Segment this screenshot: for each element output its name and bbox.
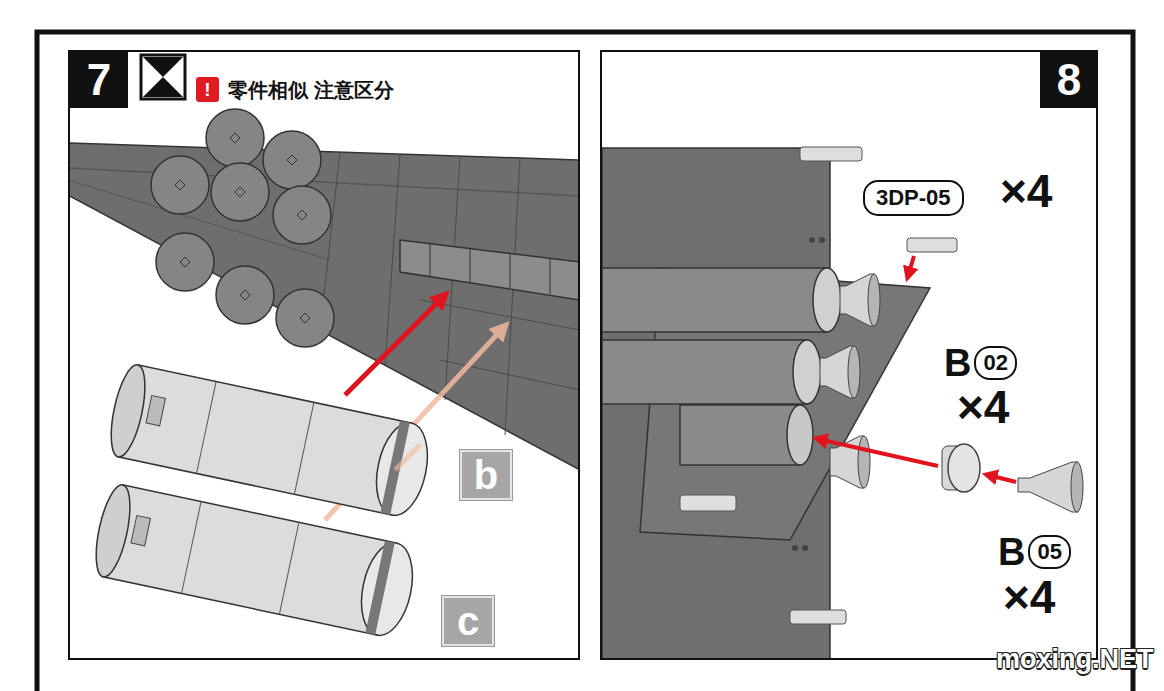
engine-illustration: [680, 405, 800, 465]
engine-illustration: [948, 444, 980, 492]
engine-illustration: [793, 340, 821, 404]
ship-hull-illustration: [105, 362, 436, 520]
hourglass-icon: [143, 77, 183, 97]
note-text: 零件相似 注意区分: [228, 79, 394, 101]
engine-illustration: [813, 268, 841, 332]
ship-hull-illustration: [146, 395, 166, 425]
ship-hull-illustration: [395, 445, 420, 470]
ship-hull-illustration: [197, 382, 217, 474]
engine-illustration: [907, 238, 957, 252]
warning-icon: !: [196, 77, 219, 102]
engine-illustration: [1018, 462, 1078, 512]
ship-hull-illustration: [400, 240, 578, 300]
part-letter-text: c: [457, 599, 479, 644]
engine-illustration: [602, 340, 807, 404]
ship-hull-illustration: [369, 418, 435, 520]
part-ref-text: B: [998, 533, 1025, 571]
ship-hull-illustration: [550, 258, 551, 294]
ship-hull-illustration: [105, 362, 152, 460]
quantity: ×4: [1003, 572, 1055, 623]
warning-icon-text: !: [204, 79, 210, 101]
page-frame: [37, 32, 1133, 691]
ship-hull-illustration: [263, 131, 321, 189]
ship-hull-illustration: [505, 158, 520, 435]
hourglass-icon: [141, 55, 185, 99]
engine-illustration: [848, 346, 860, 398]
ship-hull-illustration: [276, 289, 334, 347]
step-number-text: 8: [1057, 55, 1081, 105]
engine-illustration: [602, 148, 830, 658]
part-letter: c: [442, 596, 494, 646]
ship-hull-illustration: [131, 515, 151, 545]
engine-illustration: [792, 545, 798, 551]
ship-hull-illustration: [151, 156, 209, 214]
engine-illustration: [602, 268, 827, 332]
ship-hull-illustration: [70, 109, 578, 640]
page-frame: [601, 51, 1097, 659]
quantity: ×4: [957, 382, 1009, 433]
engine-illustration: [818, 439, 938, 466]
engine-illustration: [602, 147, 1083, 658]
part-letter-text: b: [474, 453, 498, 498]
engine-illustration: [858, 436, 870, 488]
engine-illustration: [802, 545, 808, 551]
engine-illustration: [680, 495, 736, 511]
engine-illustration: [790, 610, 846, 624]
ship-hull-illustration: [345, 296, 444, 395]
engine-illustration: [820, 346, 860, 398]
part-number: 02: [974, 346, 1016, 380]
ship-hull-illustration: [211, 163, 269, 221]
engine-illustration: [868, 274, 880, 326]
engine-illustration: [819, 237, 825, 243]
part-ref: B02: [944, 344, 1017, 382]
page-frame: [69, 51, 579, 659]
engine-illustration: [809, 237, 815, 243]
quantity: ×4: [1000, 166, 1052, 217]
part-ref: B05: [998, 533, 1071, 571]
ship-hull-illustration: [206, 109, 264, 167]
ship-hull-illustration: [510, 254, 511, 288]
part-ref-text: B: [944, 344, 971, 382]
page-frame: [37, 32, 1133, 691]
step-number-text: 7: [87, 55, 111, 105]
hourglass-icon: [143, 57, 183, 77]
ship-hull-illustration: [420, 300, 578, 330]
engine-illustration: [988, 475, 1016, 482]
part-code: 3DP-05: [863, 180, 964, 216]
ship-hull-illustration: [273, 186, 331, 244]
ship-hull-illustration: [118, 365, 411, 515]
ship-hull-illustration: [216, 266, 274, 324]
engine-illustration: [908, 256, 914, 276]
engine-illustration: [787, 405, 813, 465]
part-code-text: 3DP-05: [876, 185, 951, 210]
watermark: moxing.NET: [996, 645, 1154, 675]
part-letter: b: [460, 450, 512, 500]
engine-illustration: [840, 274, 880, 326]
ship-hull-illustration: [470, 249, 471, 282]
ship-hull-illustration: [70, 168, 578, 196]
engine-illustration: [1071, 462, 1083, 512]
ship-hull-illustration: [156, 233, 214, 291]
engine-illustration: [800, 147, 862, 161]
ship-hull-illustration: [175, 133, 310, 323]
ship-hull-illustration: [294, 402, 314, 494]
ship-hull-illustration: [90, 482, 137, 580]
ship-hull-illustration: [385, 154, 400, 365]
ship-hull-illustration: [279, 522, 299, 614]
part-number: 05: [1028, 535, 1070, 569]
ship-hull-illustration: [430, 244, 431, 276]
step-number: 8: [1040, 52, 1098, 108]
hourglass-icon: [141, 55, 185, 99]
ship-hull-illustration: [354, 538, 420, 640]
ship-hull-illustration: [365, 541, 394, 635]
ship-hull-illustration: [182, 502, 202, 594]
step-number: 7: [70, 52, 128, 108]
